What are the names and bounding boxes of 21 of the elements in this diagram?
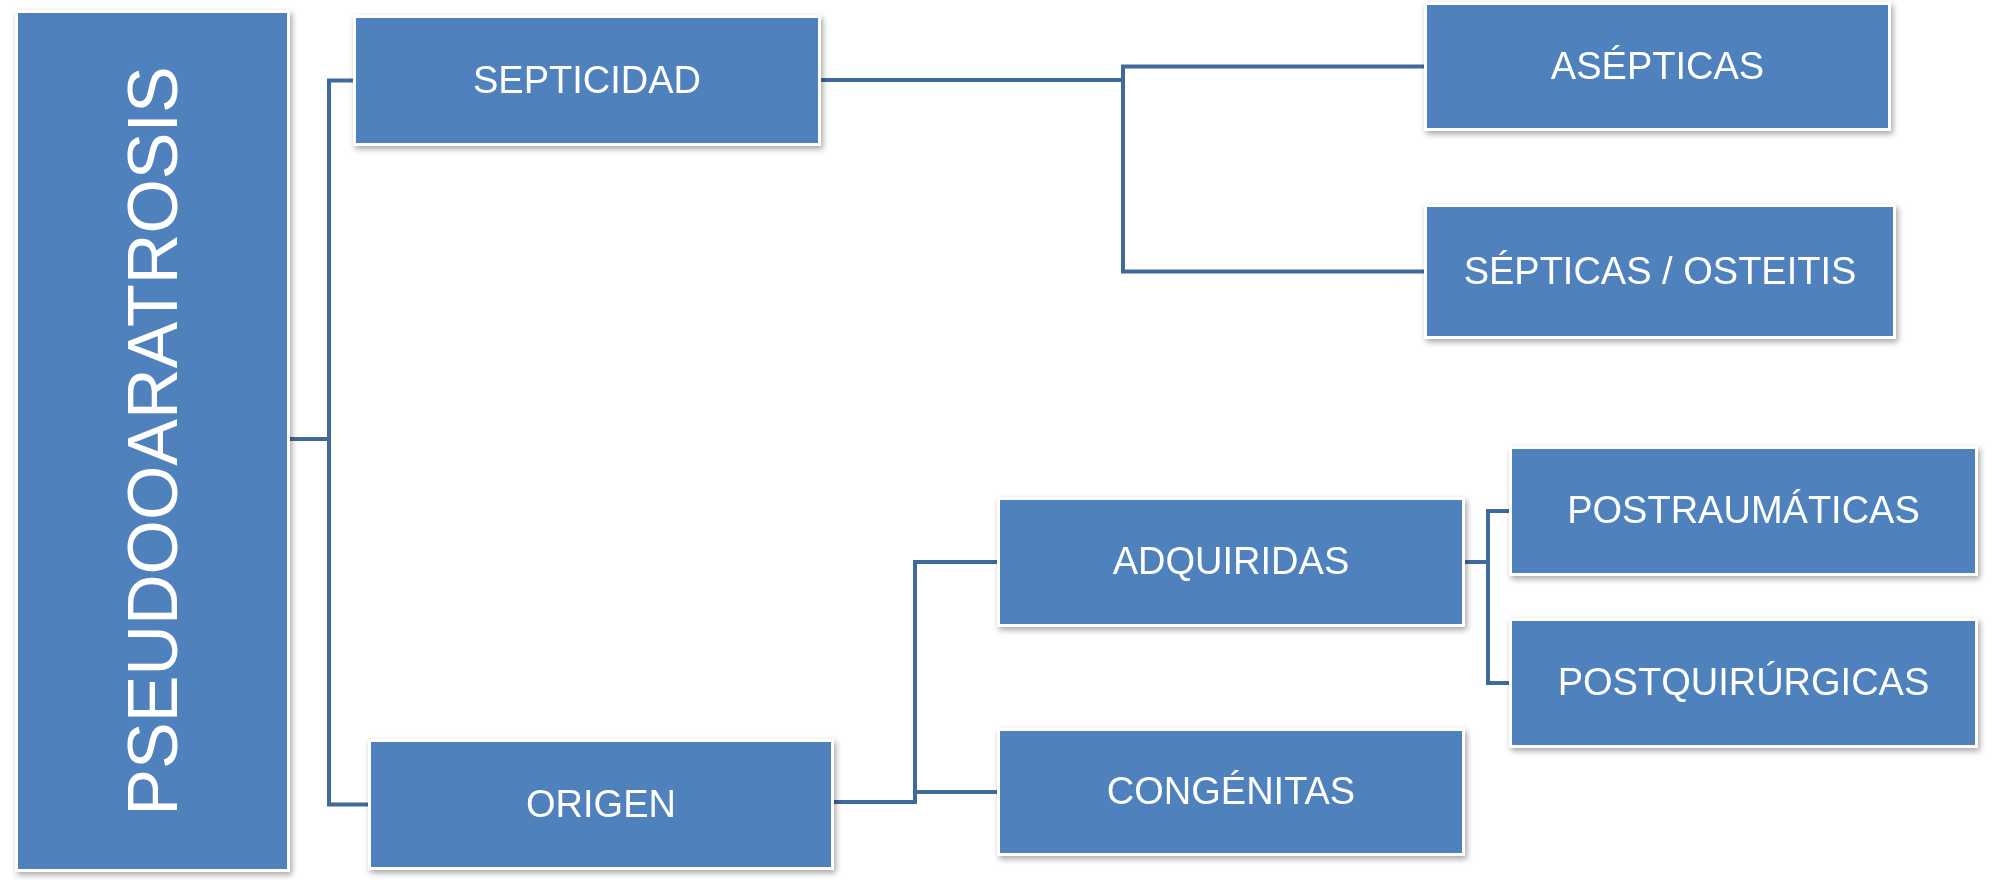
connector-line [834,790,997,804]
box-label: POSTRAUMÁTICAS [1566,488,1921,534]
category-box [1509,618,1978,748]
category-box [15,10,290,872]
category-box [368,739,834,870]
category-box [997,497,1465,627]
box-label: ASÉPTICAS [1549,43,1766,89]
category-box [1509,446,1978,576]
box-label: ADQUIRIDAS [1111,539,1351,585]
box-label: POSTQUIRÚRGICAS [1556,660,1931,706]
category-box [1424,2,1891,131]
box-label: ORIGEN [525,781,677,827]
category-box [1424,204,1896,339]
category-box [353,15,821,146]
box-label: SÉPTICAS / OSTEITIS [1462,248,1858,294]
box-label: SEPTICIDAD [471,57,702,103]
connector-line [1465,560,1509,685]
box-label: CONGÉNITAS [1105,769,1357,815]
category-box [997,728,1465,856]
connector-line [290,437,368,807]
box-label: PSEUDOOARATROSIS [112,66,193,816]
